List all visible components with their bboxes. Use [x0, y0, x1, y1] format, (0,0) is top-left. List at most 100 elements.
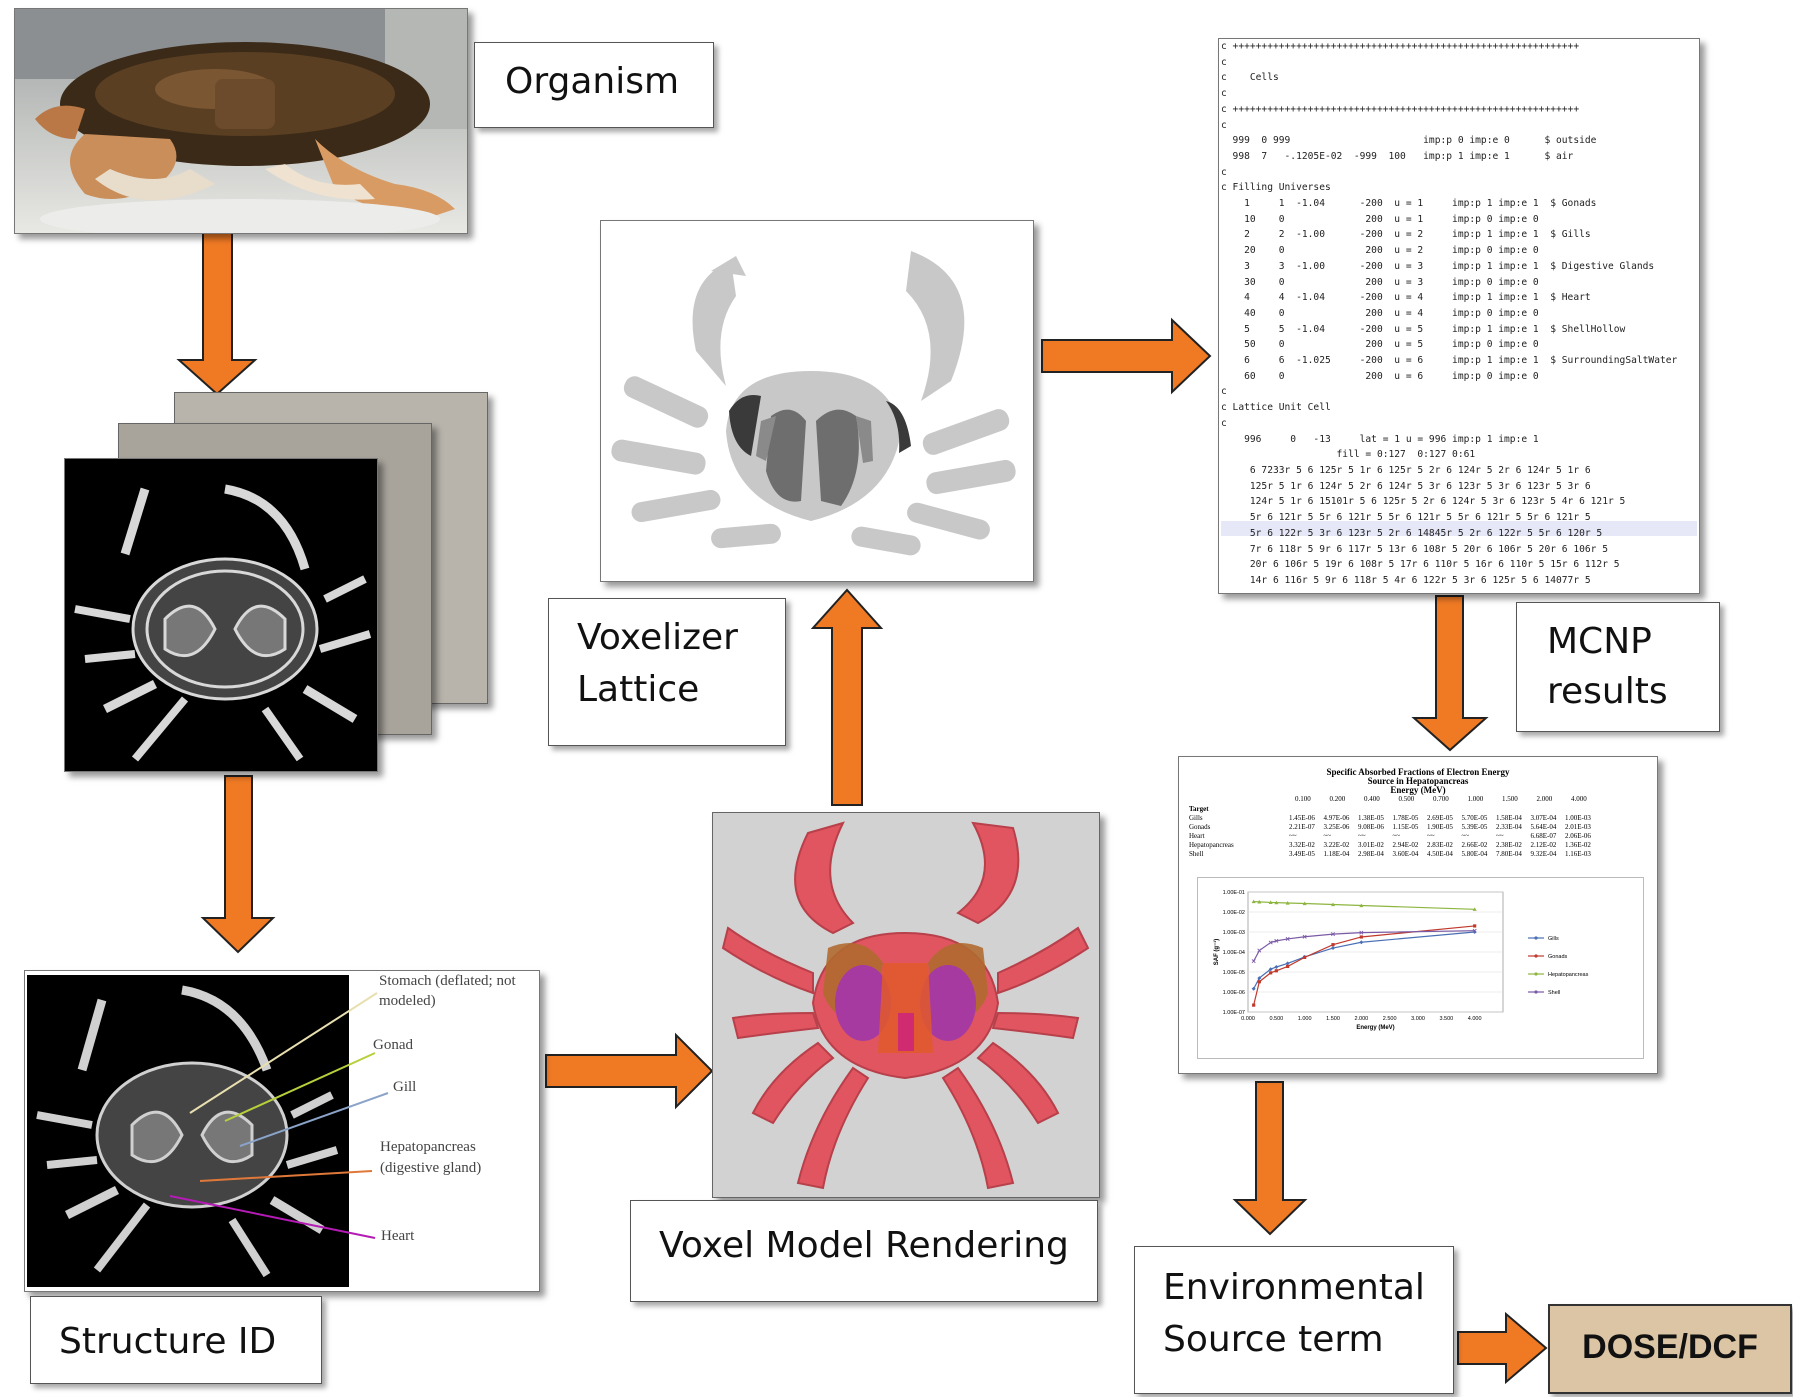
- mcnp-code-line: 5r 6 121r 5 5r 6 121r 5 5r 6 121r 5 5r 6…: [1221, 512, 1591, 524]
- saf-cell: 2.33E-04: [1496, 823, 1522, 831]
- annotation-stomach-l2: modeled): [379, 993, 436, 1009]
- mcnp-code-line: c Lattice Unit Cell: [1221, 402, 1331, 414]
- mcnp-code-line: 20r 6 106r 5 19r 6 108r 5 17r 6 110r 5 1…: [1221, 559, 1620, 571]
- data-point: [1268, 900, 1273, 905]
- mcnp-code-line: 3 3 -1.00 -200 u = 3 imp:p 1 imp:e 1 $ D…: [1221, 260, 1655, 272]
- mcnp-code-line: 20 0 200 u = 2 imp:p 0 imp:e 0: [1221, 245, 1539, 257]
- organism-label-box: Organism: [474, 42, 714, 128]
- ct-slice-front: [64, 458, 378, 772]
- saf-cell: 2.38E-02: [1496, 841, 1522, 849]
- data-point: [1251, 986, 1256, 991]
- data-point: [1473, 924, 1477, 928]
- data-point: [1331, 943, 1335, 947]
- saf-energy-header: 0.100: [1295, 795, 1311, 803]
- voxel-render-panel: [712, 812, 1100, 1198]
- data-point: [1257, 980, 1261, 984]
- annotation-heart: Heart: [381, 1228, 415, 1244]
- data-point: [1286, 964, 1290, 969]
- data-point: [1251, 899, 1256, 904]
- saf-cell: 2.94E-02: [1392, 841, 1419, 849]
- mcnp-code-line: 60 0 200 u = 6 imp:p 0 imp:e 0: [1221, 370, 1539, 382]
- data-point: [1268, 967, 1273, 972]
- saf-cell: 5.80E-04: [1461, 850, 1488, 858]
- annotation-lines: [169, 992, 389, 1239]
- x-tick-label: 0.500: [1269, 1016, 1283, 1022]
- arrow-mcnp-to-results: [1411, 595, 1489, 752]
- x-tick-label: 4.000: [1468, 1016, 1482, 1022]
- structure-id-label-box: Structure ID: [30, 1296, 322, 1384]
- mcnp-label-line1: MCNP: [1547, 621, 1652, 662]
- mcnp-highlight-row: [1221, 521, 1697, 536]
- data-point: [1472, 928, 1477, 933]
- data-point: [1472, 930, 1477, 934]
- structure-id-label: Structure ID: [59, 1321, 277, 1362]
- saf-cell: 1.00E-03: [1565, 814, 1591, 822]
- data-point: [1274, 969, 1278, 973]
- voxelizer-label-line2: Lattice: [577, 669, 700, 710]
- saf-cell: 1.15E-05: [1392, 823, 1419, 831]
- voxel-render-label-box: Voxel Model Rendering: [630, 1200, 1098, 1302]
- annotation-hepatopancreas-l2: (digestive gland): [380, 1160, 482, 1176]
- mcnp-code-line: c: [1221, 166, 1227, 178]
- saf-row-name: Hepatopancreas: [1189, 841, 1234, 849]
- mcnp-input-panel: c ++++++++++++++++++++++++++++++++++++++…: [1218, 38, 1700, 594]
- mcnp-code-line: 14r 6 116r 5 9r 6 118r 5 4r 6 122r 5 3r …: [1221, 574, 1591, 586]
- saf-cell: 1.16E-03: [1565, 850, 1591, 858]
- mcnp-code-line: c: [1221, 417, 1227, 429]
- mcnp-code-line: c Filling Universes: [1221, 182, 1331, 194]
- saf-cell: 3.01E-02: [1358, 841, 1384, 849]
- saf-cell: 1.18E-04: [1323, 850, 1350, 858]
- mcnp-code-line: 124r 5 1r 6 15101r 5 6 125r 5 2r 6 124r …: [1221, 496, 1626, 508]
- data-point: [1331, 902, 1335, 907]
- saf-cell: ~~: [1392, 832, 1401, 840]
- arrow-ct-to-structure: [200, 775, 276, 954]
- hepatopancreas-leader: [199, 1170, 373, 1182]
- data-point: [1274, 964, 1279, 969]
- saf-cell: ~~: [1496, 832, 1504, 840]
- data-point: [1359, 930, 1364, 935]
- saf-cell: 1.90E-05: [1427, 823, 1453, 831]
- mcnp-code-line: c ++++++++++++++++++++++++++++++++++++++…: [1221, 41, 1580, 52]
- structure-crab-outline: [36, 985, 339, 1278]
- x-tick-label: 1.000: [1298, 1016, 1312, 1022]
- saf-cell: ~~: [1461, 832, 1470, 840]
- annotation-hepatopancreas-l1: Hepatopancreas: [380, 1139, 476, 1155]
- saf-cell: 9.32E-04: [1530, 850, 1557, 858]
- series-line-gills: [1253, 931, 1475, 990]
- x-tick-label: 0.000: [1241, 1016, 1255, 1022]
- gonad-leader: [224, 1052, 376, 1122]
- saf-cell: ~~: [1427, 832, 1435, 840]
- mcnp-code-line: 30 0 200 u = 3 imp:p 0 imp:e 0: [1221, 276, 1539, 288]
- mcnp-label-line2: results: [1547, 671, 1668, 712]
- data-point: [1274, 900, 1279, 905]
- arrow-render-to-voxelizer: [810, 588, 884, 806]
- saf-results-panel: Specific Absorbed Fractions of Electron …: [1178, 756, 1658, 1074]
- mcnp-code-line: c: [1221, 56, 1227, 68]
- saf-cell: 1.78E-05: [1392, 814, 1419, 822]
- stomach-leader: [189, 992, 378, 1114]
- voxelizer-panel: [600, 220, 1034, 582]
- x-axis-label: Energy (MeV): [1356, 1025, 1394, 1031]
- y-tick-label: 1.00E-04: [1223, 950, 1245, 956]
- legend-marker: [1534, 972, 1538, 976]
- y-tick-label: 1.00E-07: [1223, 1010, 1245, 1016]
- saf-cell: 2.98E-04: [1358, 850, 1384, 858]
- saf-energy-header: 0.500: [1398, 795, 1415, 803]
- arrow-env-to-dose: [1457, 1311, 1548, 1385]
- saf-cell: 1.36E-02: [1565, 841, 1591, 849]
- data-point: [1472, 907, 1477, 911]
- legend-marker: [1534, 990, 1538, 994]
- saf-cell: 3.25E-06: [1323, 823, 1350, 831]
- data-point: [1269, 971, 1273, 975]
- saf-energy-header: 4.000: [1571, 795, 1587, 803]
- heart-leader: [169, 1195, 376, 1239]
- data-point: [1302, 901, 1307, 906]
- mcnp-code-line: 1 1 -1.04 -200 u = 1 imp:p 1 imp:e 1 $ G…: [1221, 198, 1597, 210]
- saf-cell: 2.01E-03: [1565, 823, 1591, 831]
- voxel-lattice-image: [611, 251, 1016, 556]
- annotation-gill: Gill: [393, 1079, 417, 1095]
- x-tick-label: 3.000: [1411, 1016, 1425, 1022]
- y-tick-label: 1.00E-05: [1223, 970, 1245, 976]
- data-point: [1359, 935, 1363, 939]
